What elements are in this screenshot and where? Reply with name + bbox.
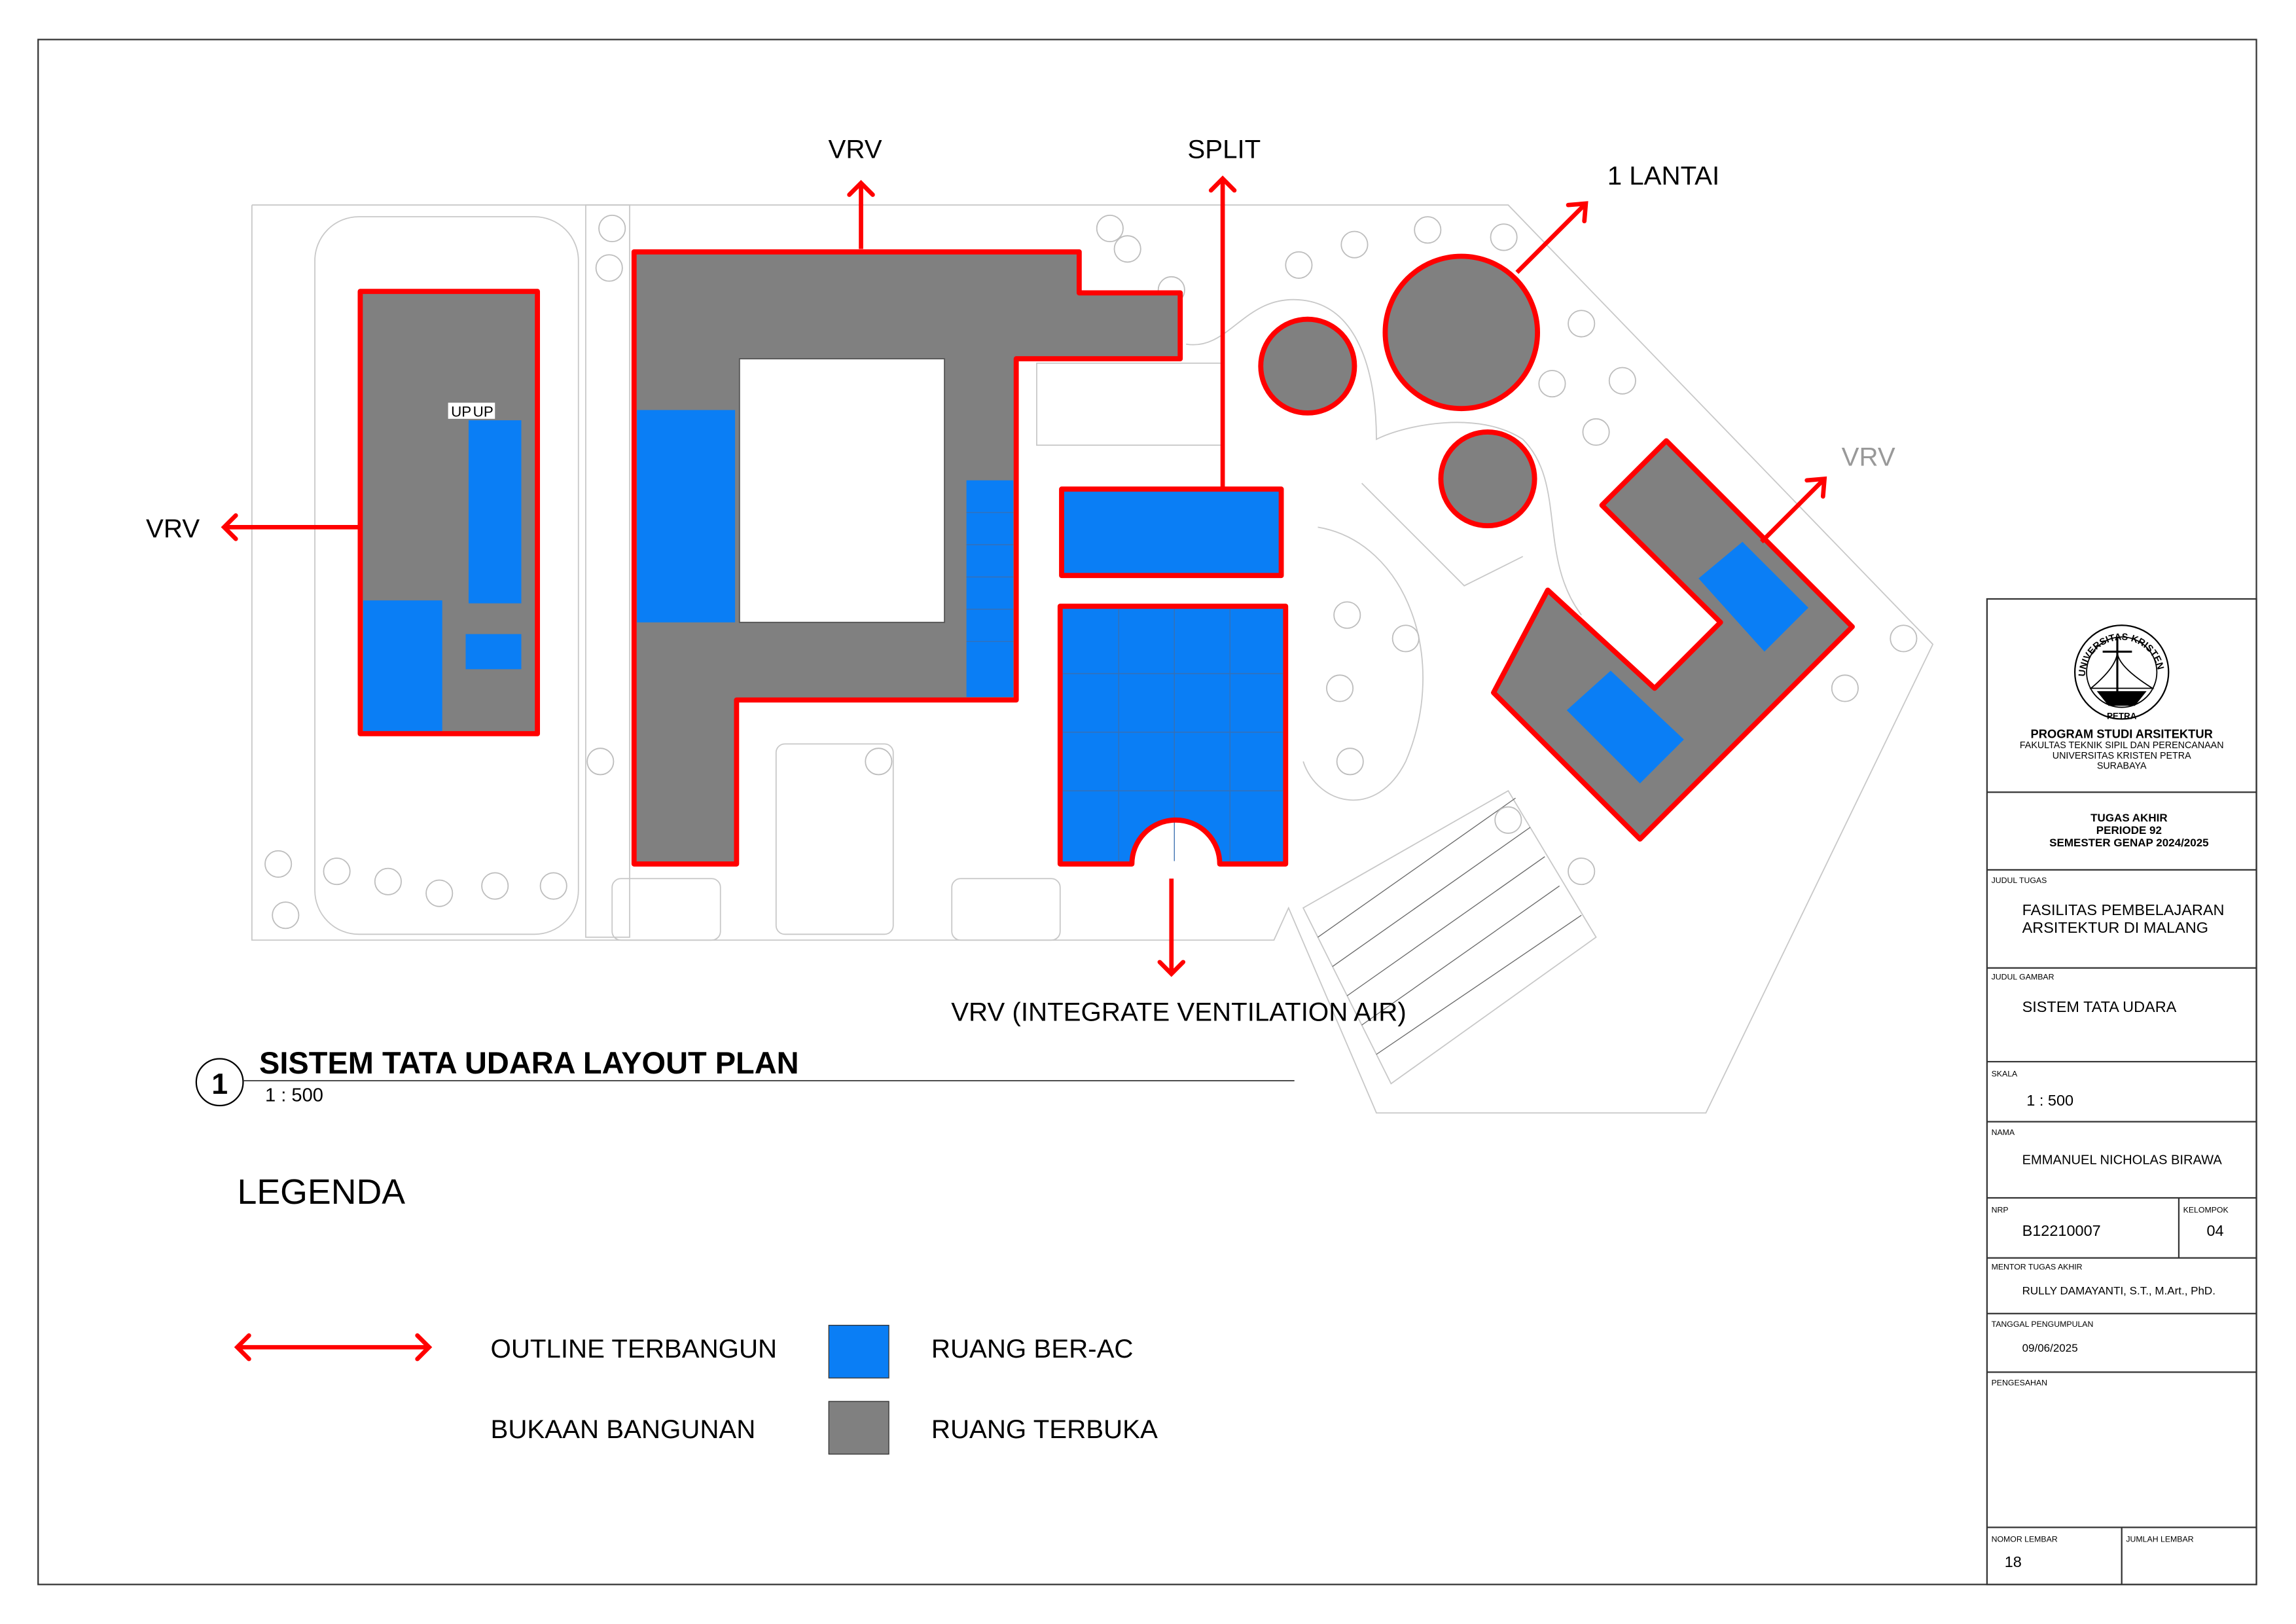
double-arrow-icon	[234, 1333, 433, 1362]
site-context	[251, 204, 1934, 1114]
circular-pavilions	[1258, 253, 1540, 529]
annotation-vrv-top: VRV	[829, 135, 882, 164]
drawing-title: 1 SISTEM TATA UDARA LAYOUT PLAN 1 : 500	[195, 1045, 1295, 1107]
annotation-vrv-integrate: VRV (INTEGRATE VENTILATION AIR)	[951, 997, 1407, 1026]
left-building: UP UP	[357, 289, 541, 736]
judul-gambar-value: SISTEM TATA UDARA	[2022, 998, 2177, 1015]
pengesahan-label: PENGESAHAN	[1992, 1378, 2047, 1387]
judul-tugas-label: JUDUL TUGAS	[1992, 876, 2047, 885]
legend-label: RUANG TERBUKA	[931, 1415, 1158, 1444]
kelompok-label: KELOMPOK	[2183, 1205, 2229, 1214]
mentor-value: RULLY DAMAYANTI, S.T., M.Art., PhD.	[2022, 1285, 2215, 1297]
faculty-name: FAKULTAS TEKNIK SIPIL DAN PERENCANAAN	[2020, 740, 2224, 751]
south-building	[1057, 604, 1289, 867]
annotation-split: SPLIT	[1187, 135, 1261, 164]
legend-label: RUANG BER-AC	[931, 1334, 1134, 1363]
legend-heading: LEGENDA	[237, 1172, 405, 1212]
judul-tugas-line: ARSITEKTUR DI MALANG	[2022, 919, 2208, 936]
nama-value: EMMANUEL NICHOLAS BIRAWA	[2022, 1153, 2223, 1168]
annotation-vrv-left: VRV	[146, 514, 200, 543]
annotation-arrows	[221, 175, 1827, 977]
annotation-vrv-right: VRV	[1842, 442, 1895, 471]
legend-swatch-ac	[828, 1324, 889, 1379]
course-semester: SEMESTER GENAP 2024/2025	[2049, 837, 2208, 849]
legend-label: BUKAAN BANGUNAN	[491, 1415, 756, 1444]
judul-tugas-line: FASILITAS PEMBELAJARAN	[2022, 901, 2225, 918]
drawing-number: 1	[211, 1068, 228, 1100]
program-name: PROGRAM STUDI ARSITEKTUR	[2031, 727, 2213, 741]
legend-swatch-open	[828, 1401, 889, 1455]
nomor-lembar-value: 18	[2005, 1553, 2022, 1570]
stair-label: UP	[451, 403, 471, 420]
tanggal-value: 09/06/2025	[2022, 1342, 2078, 1354]
drawing-title-text: SISTEM TATA UDARA LAYOUT PLAN	[259, 1045, 799, 1080]
nama-label: NAMA	[1992, 1128, 2015, 1137]
city-name: SURABAYA	[2097, 761, 2147, 772]
drawing-scale: 1 : 500	[265, 1085, 323, 1106]
annotation-1-lantai: 1 LANTAI	[1607, 161, 1720, 190]
legend-label: OUTLINE TERBANGUN	[491, 1334, 778, 1363]
stair-label-bg	[448, 403, 495, 419]
stair-label: UP	[473, 403, 493, 420]
course-name: TUGAS AKHIR	[2090, 812, 2167, 824]
svg-text:UNIVERSITAS KRISTEN: UNIVERSITAS KRISTEN	[2077, 632, 2166, 677]
judul-gambar-label: JUDUL GAMBAR	[1992, 973, 2054, 982]
jumlah-lembar-label: JUMLAH LEMBAR	[2126, 1535, 2193, 1544]
title-block: UNIVERSITAS KRISTEN PETRA PROGRAM STUDI …	[1986, 598, 2257, 1585]
skala-value: 1 : 500	[2026, 1092, 2073, 1109]
skala-label: SKALA	[1992, 1069, 2018, 1078]
legend: LEGENDA OUTLINE TERBANGUN RUANG BER-AC B…	[234, 1172, 1158, 1455]
central-building	[631, 249, 1183, 867]
l-shaped-building	[1491, 438, 1855, 842]
university-logo: UNIVERSITAS KRISTEN PETRA	[2073, 624, 2170, 721]
university-name: UNIVERSITAS KRISTEN PETRA	[2053, 751, 2191, 761]
mentor-label: MENTOR TUGAS AKHIR	[1992, 1263, 2083, 1272]
split-building	[1059, 486, 1284, 579]
nrp-label: NRP	[1992, 1205, 2009, 1214]
tanggal-label: TANGGAL PENGUMPULAN	[1992, 1320, 2094, 1329]
kelompok-value: 04	[2206, 1222, 2223, 1239]
nrp-value: B12210007	[2022, 1222, 2101, 1239]
course-period: PERIODE 92	[2096, 824, 2162, 837]
nomor-lembar-label: NOMOR LEMBAR	[1992, 1535, 2058, 1544]
svg-text:PETRA: PETRA	[2107, 711, 2137, 721]
